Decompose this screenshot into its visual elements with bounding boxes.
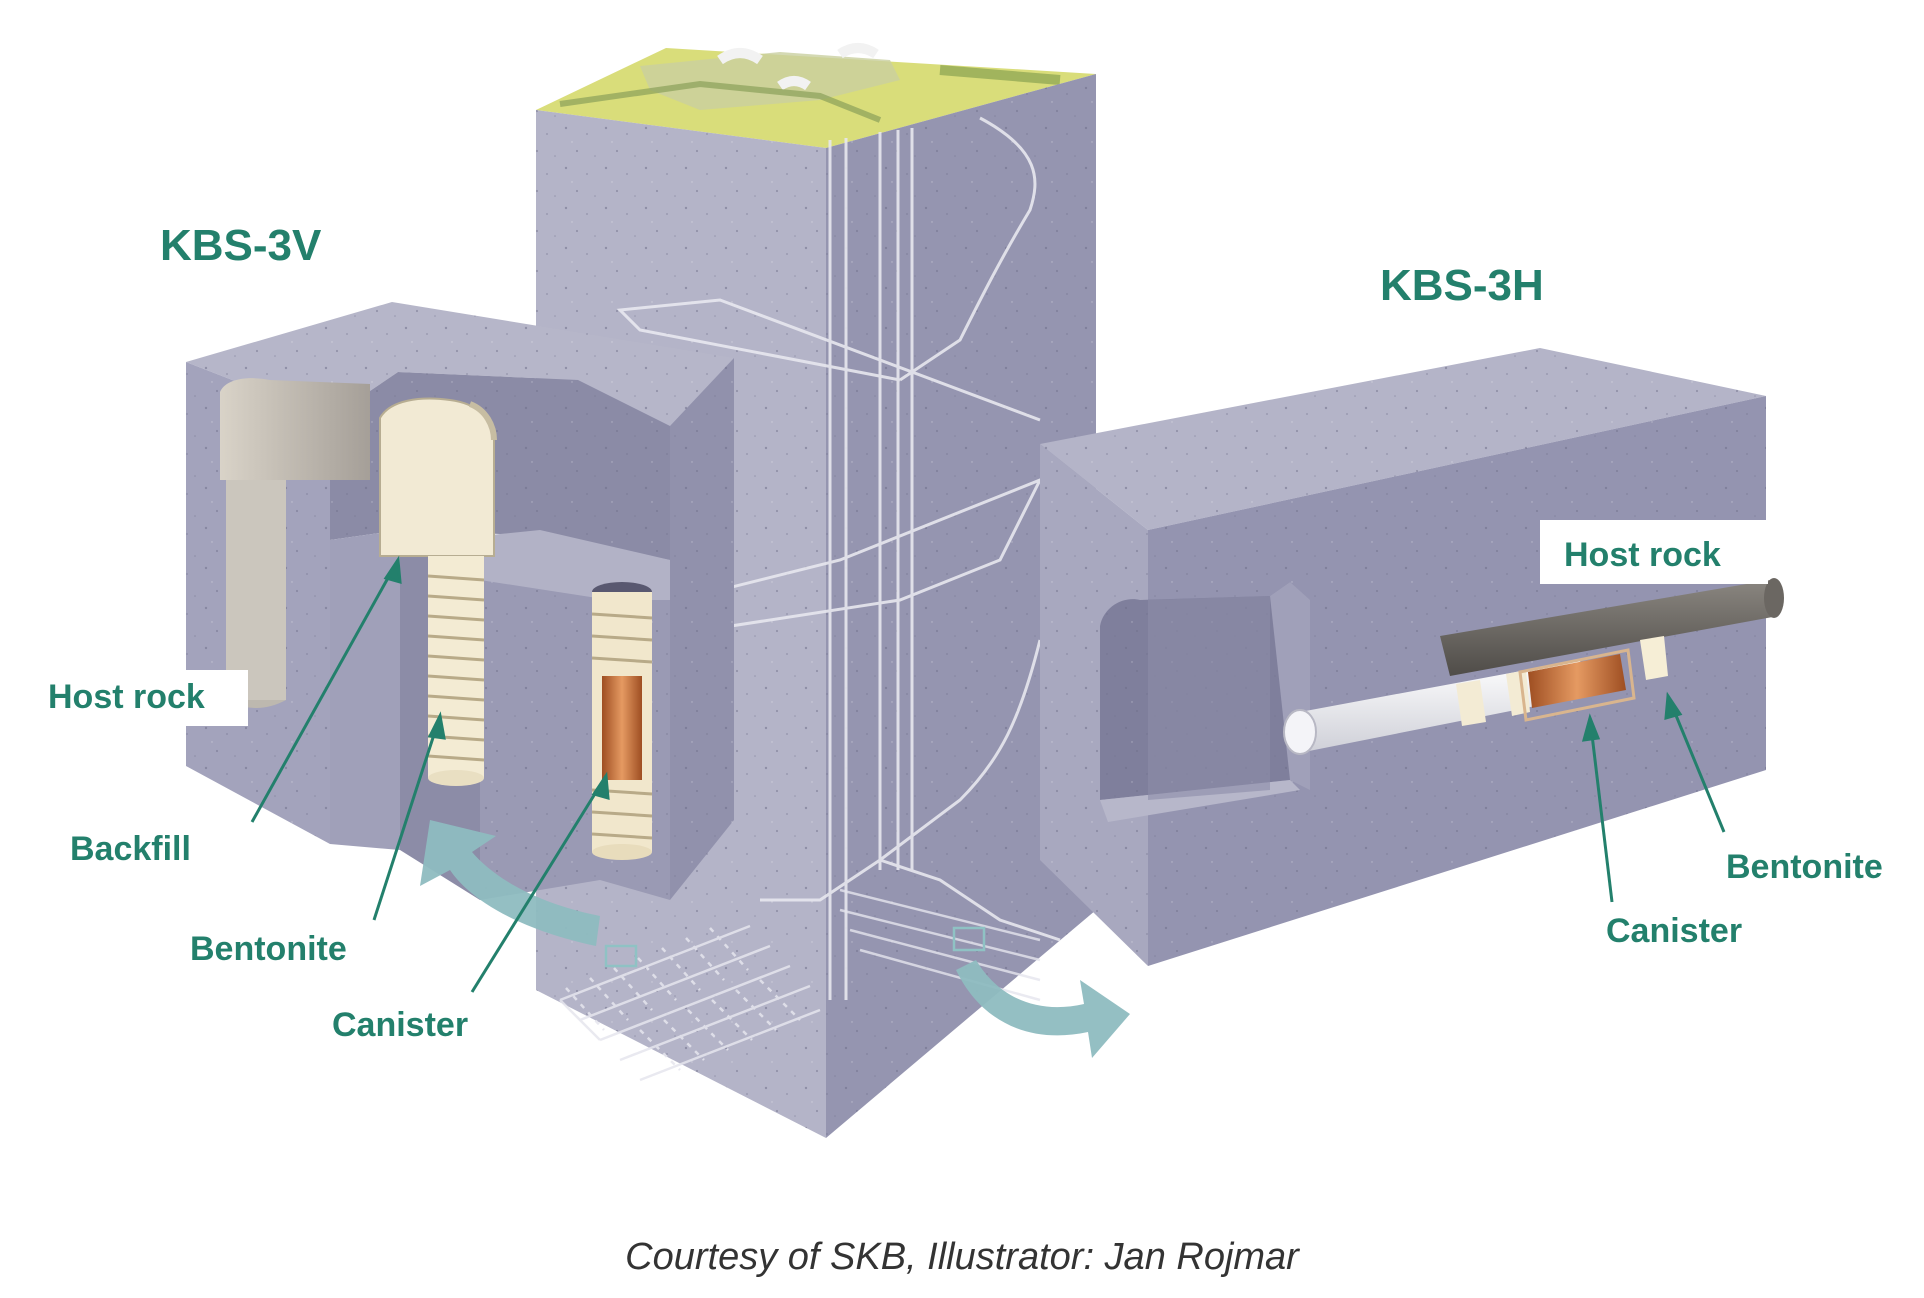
label-backfill: Backfill [70, 830, 191, 868]
kbs-3v-title: KBS-3V [160, 221, 322, 270]
image-credit: Courtesy of SKB, Illustrator: Jan Rojmar [0, 1236, 1924, 1279]
label-bentonite-right: Bentonite [1726, 848, 1883, 886]
label-host-rock-left: Host rock [48, 678, 205, 716]
kbs-3v-deposition-hole [592, 582, 652, 860]
label-bentonite-left: Bentonite [190, 930, 347, 968]
label-host-rock-right: Host rock [1564, 536, 1721, 574]
kbs-3v-block [186, 302, 734, 900]
kbs-3v-tunnel-backfill [220, 378, 370, 480]
label-canister-left: Canister [332, 1006, 468, 1044]
arrow-to-kbs-3h [956, 960, 1130, 1058]
kbs-3h-title: KBS-3H [1380, 261, 1544, 310]
kbs-3h-block [1040, 348, 1784, 966]
kbs-3v-bentonite-block [380, 399, 494, 556]
label-canister-right: Canister [1606, 912, 1742, 950]
kbs-3v-bentonite-column [428, 556, 484, 786]
kbs-3v-copper-canister [602, 676, 642, 780]
